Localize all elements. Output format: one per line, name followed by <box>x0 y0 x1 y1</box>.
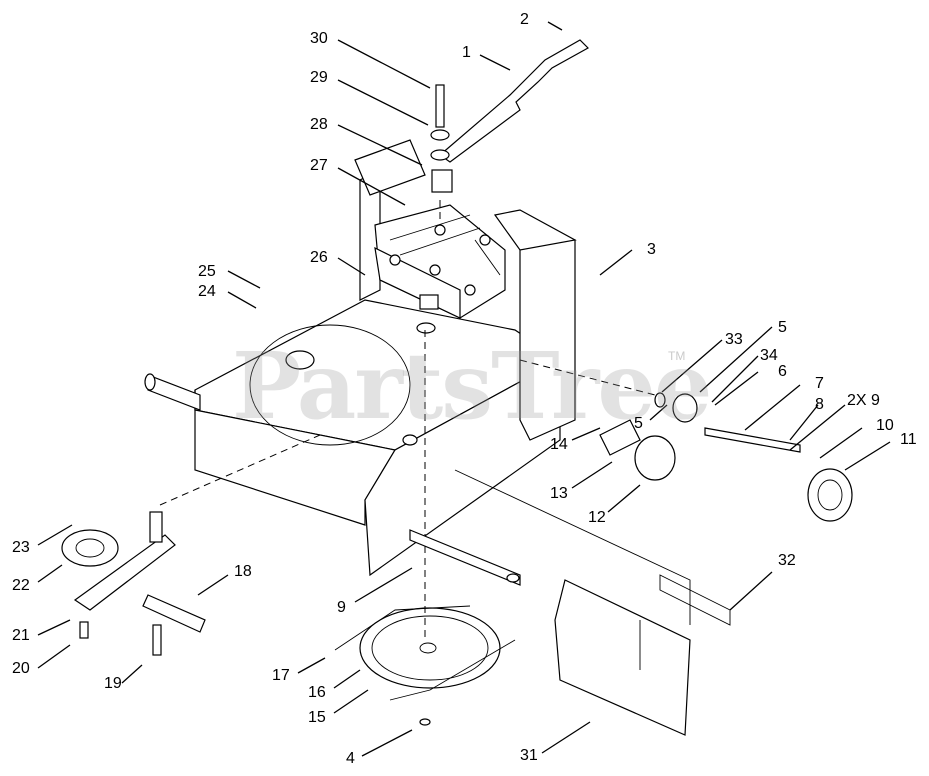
idler-assembly <box>61 434 321 656</box>
shield-and-tube <box>409 469 731 736</box>
callout-7: 7 <box>815 375 824 392</box>
callout-32: 32 <box>778 552 796 569</box>
callout-29: 29 <box>310 69 328 86</box>
trademark-mark: TM <box>668 349 686 363</box>
callout-28: 28 <box>310 116 328 133</box>
callout-13: 13 <box>550 485 568 502</box>
callout-24: 24 <box>198 283 216 300</box>
callout-5b: 5 <box>634 415 643 432</box>
callout-33: 33 <box>725 331 743 348</box>
shaft-assembly <box>519 359 853 522</box>
callout-19: 19 <box>104 675 122 692</box>
callout-4: 4 <box>346 750 355 767</box>
callout-23: 23 <box>12 539 30 556</box>
callout-6: 6 <box>778 363 787 380</box>
callout-21: 21 <box>12 627 30 644</box>
callout-9: 9 <box>337 599 346 616</box>
callout-12: 12 <box>588 509 606 526</box>
callout-18: 18 <box>234 563 252 580</box>
callout-14: 14 <box>550 436 568 453</box>
belt-pulley <box>334 330 516 726</box>
callout-17: 17 <box>272 667 290 684</box>
callout-27: 27 <box>310 157 328 174</box>
callout-2x9: 2X 9 <box>847 392 880 409</box>
shift-lever <box>430 39 589 225</box>
callout-16: 16 <box>308 684 326 701</box>
callout-26: 26 <box>310 249 328 266</box>
callout-2: 2 <box>520 11 529 28</box>
callout-8: 8 <box>815 396 824 413</box>
callout-20: 20 <box>12 660 30 677</box>
callout-22: 22 <box>12 577 30 594</box>
callout-34: 34 <box>760 347 778 364</box>
callout-30: 30 <box>310 30 328 47</box>
callout-25: 25 <box>198 263 216 280</box>
main-frame <box>144 139 577 577</box>
callout-3: 3 <box>647 241 656 258</box>
callout-5a: 5 <box>778 319 787 336</box>
callout-31: 31 <box>520 747 538 764</box>
leader-lines <box>37 21 891 757</box>
callout-11: 11 <box>900 431 917 448</box>
parts-tree-watermark: PartsTree <box>232 332 712 440</box>
callout-15: 15 <box>308 709 326 726</box>
callout-10: 10 <box>876 417 894 434</box>
gearbox <box>374 204 506 334</box>
callout-1: 1 <box>462 44 471 61</box>
